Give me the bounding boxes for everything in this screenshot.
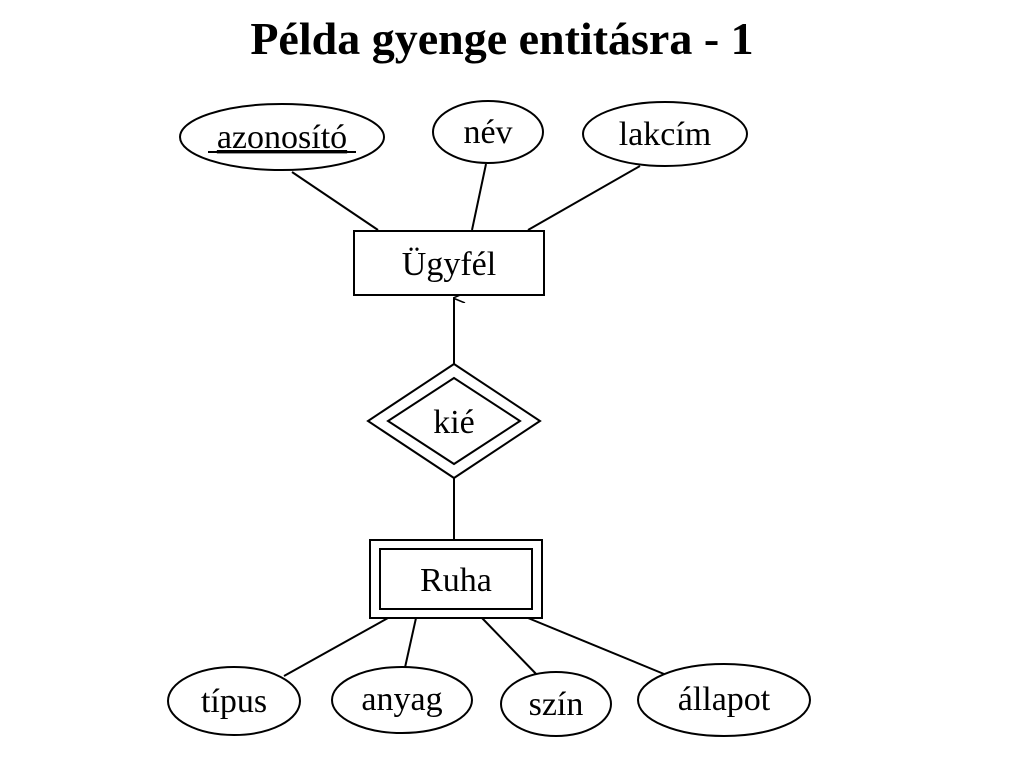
weak-entity-inner-box bbox=[379, 548, 533, 610]
attribute-ellipse bbox=[637, 663, 811, 737]
entity-box bbox=[353, 230, 545, 296]
attribute-allapot: állapot bbox=[637, 663, 811, 737]
connector-ruha-anyag bbox=[403, 617, 417, 673]
attribute-lakcim: lakcím bbox=[582, 101, 748, 167]
connector-ruha-szin bbox=[481, 617, 541, 679]
attribute-ellipse bbox=[331, 666, 473, 734]
connector-ruha-tipus bbox=[283, 617, 389, 677]
connector-azonosito-ugyfel bbox=[291, 171, 379, 231]
slide-title: Példa gyenge entitásra - 1 bbox=[250, 13, 754, 64]
attribute-ellipse bbox=[167, 666, 301, 736]
entity-label: Ruha bbox=[420, 562, 492, 599]
attribute-label: név bbox=[463, 114, 512, 151]
attribute-label: típus bbox=[201, 683, 267, 720]
attribute-ellipse bbox=[582, 101, 748, 167]
connectors bbox=[283, 163, 665, 679]
attribute-ellipse bbox=[500, 671, 612, 737]
entity-ruha: Ruha bbox=[369, 539, 543, 619]
attribute-label: állapot bbox=[678, 681, 771, 718]
attribute-label: szín bbox=[529, 686, 584, 723]
attribute-label-key: azonosító bbox=[217, 119, 347, 156]
relationship-kie: kié bbox=[366, 362, 542, 480]
attribute-tipus: típus bbox=[167, 666, 301, 736]
attribute-szin: szín bbox=[500, 671, 612, 737]
attribute-ellipse bbox=[179, 103, 385, 171]
attribute-ellipse bbox=[432, 100, 544, 164]
attribute-azonosito: azonosító bbox=[179, 103, 385, 171]
connector-nev-ugyfel bbox=[471, 163, 487, 231]
relationship-outer-diamond bbox=[366, 362, 542, 480]
attribute-nev: név bbox=[432, 100, 544, 164]
entity-ugyfel: Ügyfél bbox=[353, 230, 545, 296]
attribute-label: anyag bbox=[361, 681, 442, 718]
entity-label: Ügyfél bbox=[402, 246, 496, 283]
relationship-label: kié bbox=[433, 404, 475, 441]
attribute-anyag: anyag bbox=[331, 666, 473, 734]
relationship-inner-diamond bbox=[386, 376, 522, 466]
connector-ruha-allapot bbox=[527, 617, 665, 675]
weak-entity-outer-box bbox=[369, 539, 543, 619]
connector-lakcim-ugyfel bbox=[527, 165, 641, 231]
attribute-label: lakcím bbox=[619, 116, 712, 153]
